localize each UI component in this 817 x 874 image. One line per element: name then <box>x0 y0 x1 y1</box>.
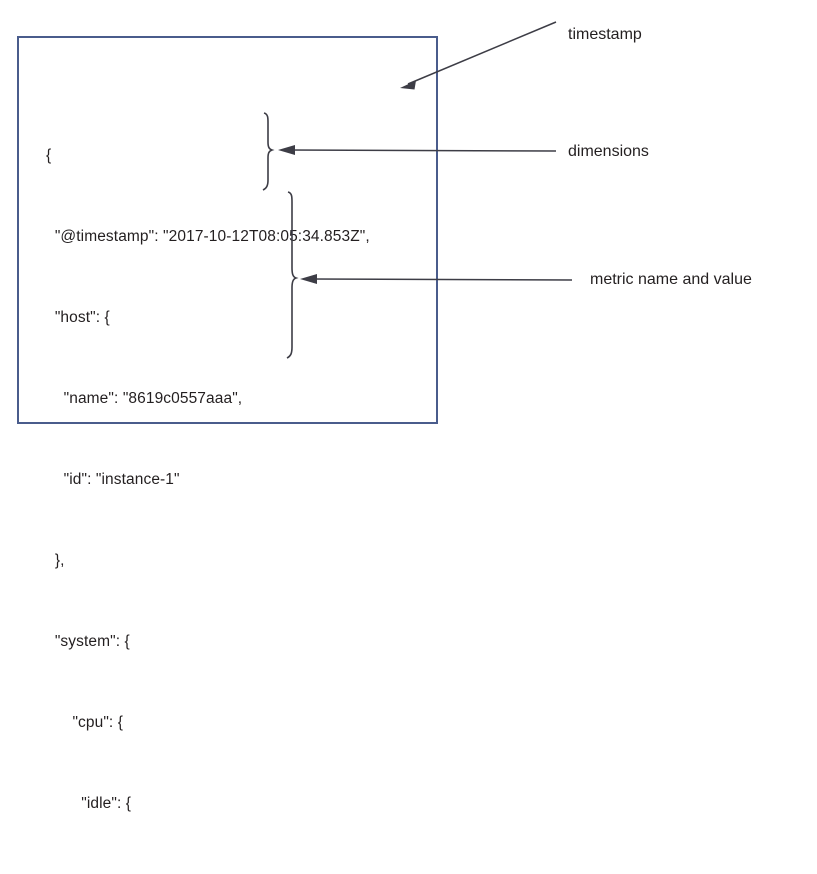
json-line-host-close: }, <box>46 552 65 569</box>
json-line-host-name: "name": "8619c0557aaa", <box>46 390 243 407</box>
json-line-cpu-open: "cpu": { <box>46 714 124 731</box>
json-document-code: { "@timestamp": "2017-10-12T08:05:34.853… <box>46 88 446 874</box>
json-line-timestamp: "@timestamp": "2017-10-12T08:05:34.853Z"… <box>46 228 370 245</box>
json-line-host-open: "host": { <box>46 309 110 326</box>
json-line-idle-open: "idle": { <box>46 795 132 812</box>
json-line-system-open: "system": { <box>46 633 130 650</box>
json-document-box: { "@timestamp": "2017-10-12T08:05:34.853… <box>17 36 438 812</box>
annotation-label-dimensions: dimensions <box>568 143 649 160</box>
json-line-host-id: "id": "instance-1" <box>46 471 180 488</box>
json-line: { <box>46 147 52 164</box>
annotation-label-metric-name-and-value: metric name and value <box>590 271 752 288</box>
json-line-ticks: "ticks": 5843152812 <box>46 871 446 874</box>
annotation-label-timestamp: timestamp <box>568 26 642 43</box>
